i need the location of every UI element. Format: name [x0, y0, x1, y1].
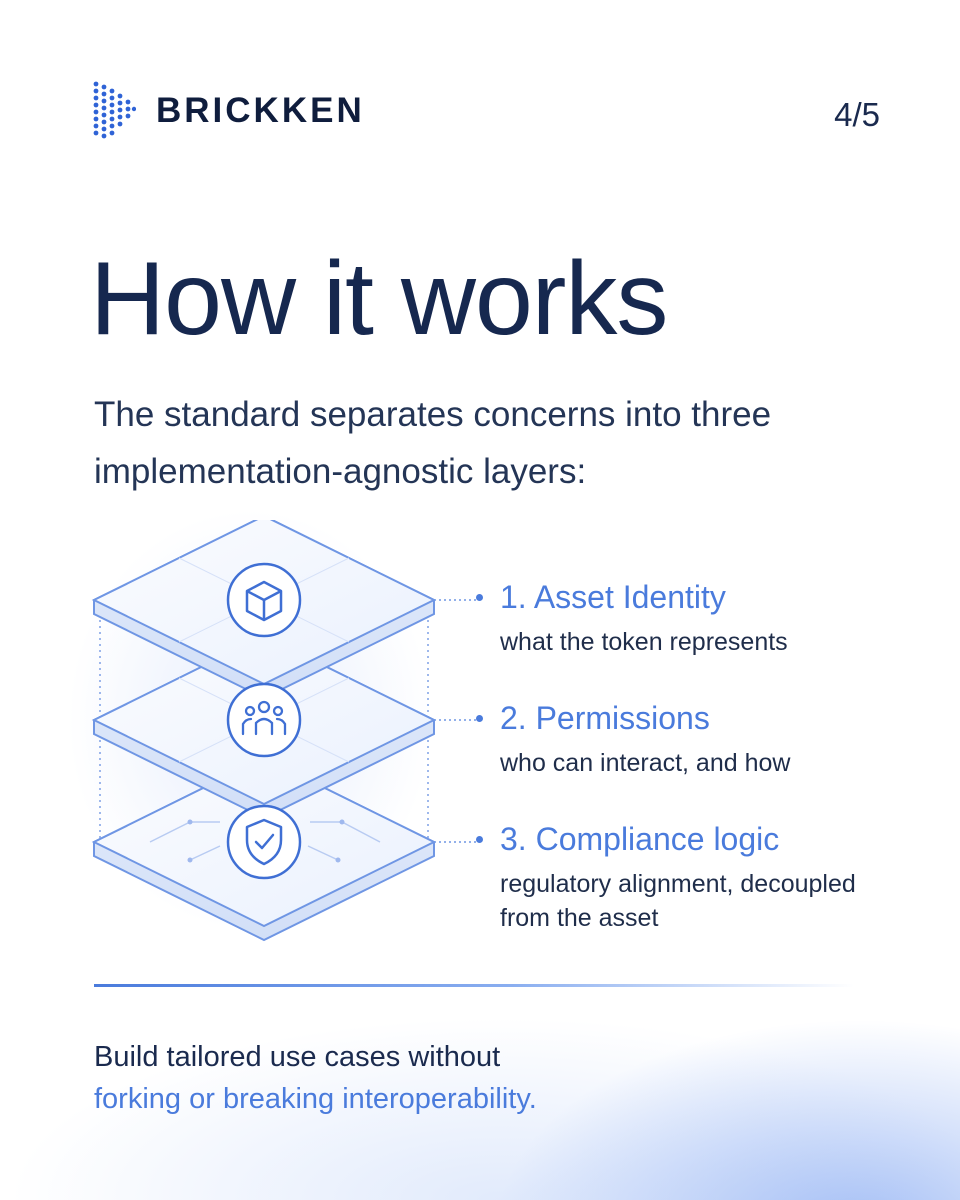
layer-title: 3. Compliance logic: [500, 821, 780, 857]
layer-description: what the token represents: [500, 628, 788, 657]
layer-stack-illustration: [80, 520, 480, 960]
page-title: How it works: [90, 241, 668, 357]
layer-item-permissions: 2. Permissions who can interact, and how: [476, 700, 900, 780]
connector-dot: [476, 594, 483, 601]
closing-statement: Build tailored use cases without forking…: [94, 1036, 537, 1120]
layer-title: 1. Asset Identity: [500, 579, 726, 615]
layer-item-compliance-logic: 3. Compliance logic regulatory alignment…: [476, 821, 860, 935]
page-subtitle: The standard separates concerns into thr…: [94, 395, 772, 491]
layer-title: 2. Permissions: [500, 700, 710, 736]
layer-stack-graphic: [91, 520, 437, 942]
closing-line-1: Build tailored use cases without: [94, 1041, 501, 1073]
section-divider: [94, 984, 854, 987]
connector-dot: [476, 715, 483, 722]
brand-name: BRICKKEN: [156, 90, 365, 130]
brickken-dot-logo-icon: [93, 81, 136, 139]
layer-description: who can interact, and how: [500, 749, 791, 778]
users-icon: [226, 682, 302, 758]
brand-logo: BRICKKEN: [92, 80, 365, 140]
connector-dot: [476, 836, 483, 843]
cube-icon: [226, 562, 302, 638]
closing-line-2-highlight: forking or breaking interoperability.: [94, 1083, 537, 1115]
page-indicator: 4/5: [834, 96, 880, 133]
layer-item-asset-identity: 1. Asset Identity what the token represe…: [476, 579, 900, 659]
shield-check-icon: [226, 804, 302, 880]
layer-description: regulatory alignment, decoupled from the…: [500, 870, 856, 933]
